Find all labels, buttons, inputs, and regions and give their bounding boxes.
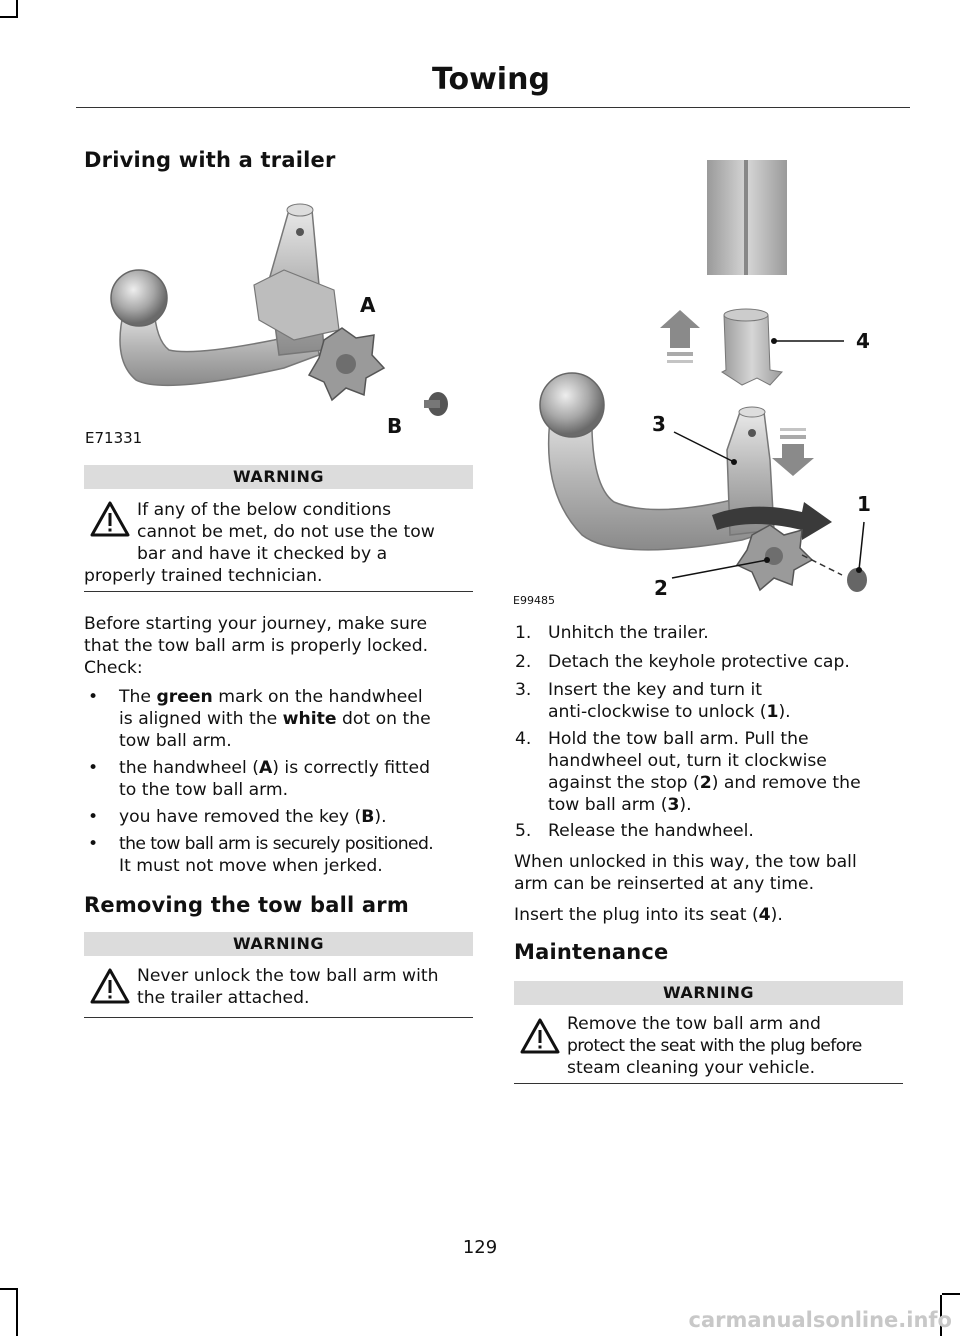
warning-triangle-icon <box>89 967 131 1009</box>
step-item: 5. Release the handwheel. <box>515 820 910 842</box>
bullet-text: to the tow ball arm. <box>119 780 289 800</box>
bullet-text: you have removed the key (B). <box>119 807 387 827</box>
paragraph-line: When unlocked in this way, the tow ball <box>514 852 857 872</box>
page-title: Towing <box>432 62 550 97</box>
crop-mark <box>0 1288 18 1290</box>
warning-header: WARNING <box>84 932 473 956</box>
bullet-dot: • <box>88 834 99 854</box>
heading-driving-with-trailer: Driving with a trailer <box>84 148 336 172</box>
step-text: Detach the keyhole protective cap. <box>548 652 850 672</box>
tow-ball-arm-illustration <box>110 203 448 416</box>
warning-triangle-icon <box>519 1017 561 1059</box>
warning1-line: If any of the below conditions <box>137 500 392 520</box>
warning3-line: Remove the tow ball arm and <box>567 1014 821 1034</box>
bullet-text: It must not move when jerked. <box>119 856 383 876</box>
heading-maintenance: Maintenance <box>514 940 669 964</box>
figure2-code: E99485 <box>513 594 555 607</box>
bullet-text: the handwheel (A) is correctly fitted <box>119 758 431 778</box>
step-number: 3. <box>515 680 532 700</box>
bullet-item: • you have removed the key (B). <box>88 806 478 828</box>
intro-line: Check: <box>84 658 143 678</box>
header-rule <box>76 107 910 108</box>
warning3-line: protect the seat with the plug before <box>567 1036 862 1056</box>
tow-ball-removal-figure <box>512 150 904 610</box>
figure2-label-3: 3 <box>652 412 666 436</box>
step-item: 1. Unhitch the trailer. <box>515 622 910 644</box>
step-text: handwheel out, turn it clockwise <box>548 751 827 771</box>
crop-mark <box>0 16 18 18</box>
figure1-label-a: A <box>360 293 376 317</box>
bullet-dot: • <box>88 807 99 827</box>
bullet-text: is aligned with the white dot on the <box>119 709 431 729</box>
figure1-code: E71331 <box>85 429 143 447</box>
watermark: carmanualsonline.info <box>688 1308 952 1332</box>
warning3-rule <box>514 1083 903 1084</box>
step-text: Insert the key and turn it <box>548 680 763 700</box>
crop-mark <box>940 1295 942 1336</box>
figure2-label-2: 2 <box>654 576 668 600</box>
intro-line: that the tow ball arm is properly locked… <box>84 636 429 656</box>
tow-ball-removal-illustration <box>539 160 867 592</box>
paragraph-line: arm can be reinserted at any time. <box>514 874 815 894</box>
bullet-item: • The green mark on the handwheel is ali… <box>88 686 478 752</box>
bullet-dot: • <box>88 758 99 778</box>
figure1-label-b: B <box>387 414 403 438</box>
figure2-label-4: 4 <box>856 329 870 353</box>
bullet-text: the tow ball arm is securely positioned. <box>119 834 434 854</box>
step-item: 4. Hold the tow ball arm. Pull the handw… <box>515 728 910 816</box>
step-text: Unhitch the trailer. <box>548 623 709 643</box>
warning-header: WARNING <box>514 981 903 1005</box>
step-number: 2. <box>515 652 532 672</box>
crop-mark <box>16 1290 18 1336</box>
step-number: 5. <box>515 821 532 841</box>
paragraph-line: Insert the plug into its seat (4). <box>514 905 783 925</box>
bullet-item: • the tow ball arm is securely positione… <box>88 833 478 877</box>
warning1-rule <box>84 591 473 592</box>
crop-mark <box>942 1293 960 1295</box>
bullet-dot: • <box>88 687 99 707</box>
warning1-line: bar and have it checked by a <box>137 544 388 564</box>
bullet-item: • the handwheel (A) is correctly fitted … <box>88 757 478 801</box>
step-text: against the stop (2) and remove the <box>548 773 861 793</box>
step-number: 4. <box>515 729 532 749</box>
warning2-line: the trailer attached. <box>137 988 310 1008</box>
warning-header: WARNING <box>84 465 473 489</box>
heading-removing-tow-ball-arm: Removing the tow ball arm <box>84 893 409 917</box>
warning1-line: cannot be met, do not use the tow <box>137 522 435 542</box>
warning2-rule <box>84 1017 473 1018</box>
intro-line: Before starting your journey, make sure <box>84 614 428 634</box>
warning3-line: steam cleaning your vehicle. <box>567 1058 816 1078</box>
figure2-label-1: 1 <box>857 492 871 516</box>
crop-mark <box>16 0 18 18</box>
warning1-line: properly trained technician. <box>84 566 323 586</box>
warning2-line: Never unlock the tow ball arm with <box>137 966 439 986</box>
step-item: 2. Detach the keyhole protective cap. <box>515 651 910 673</box>
step-text: tow ball arm (3). <box>548 795 692 815</box>
step-text: anti-clockwise to unlock (1). <box>548 702 791 722</box>
bullet-text: The green mark on the handwheel <box>119 687 423 707</box>
page-number: 129 <box>462 1237 498 1258</box>
bullet-text: tow ball arm. <box>119 731 232 751</box>
tow-ball-figure <box>84 190 474 450</box>
step-text: Hold the tow ball arm. Pull the <box>548 729 809 749</box>
step-text: Release the handwheel. <box>548 821 754 841</box>
step-item: 3. Insert the key and turn it anti-clock… <box>515 679 910 723</box>
warning-triangle-icon <box>89 500 131 542</box>
step-number: 1. <box>515 623 532 643</box>
